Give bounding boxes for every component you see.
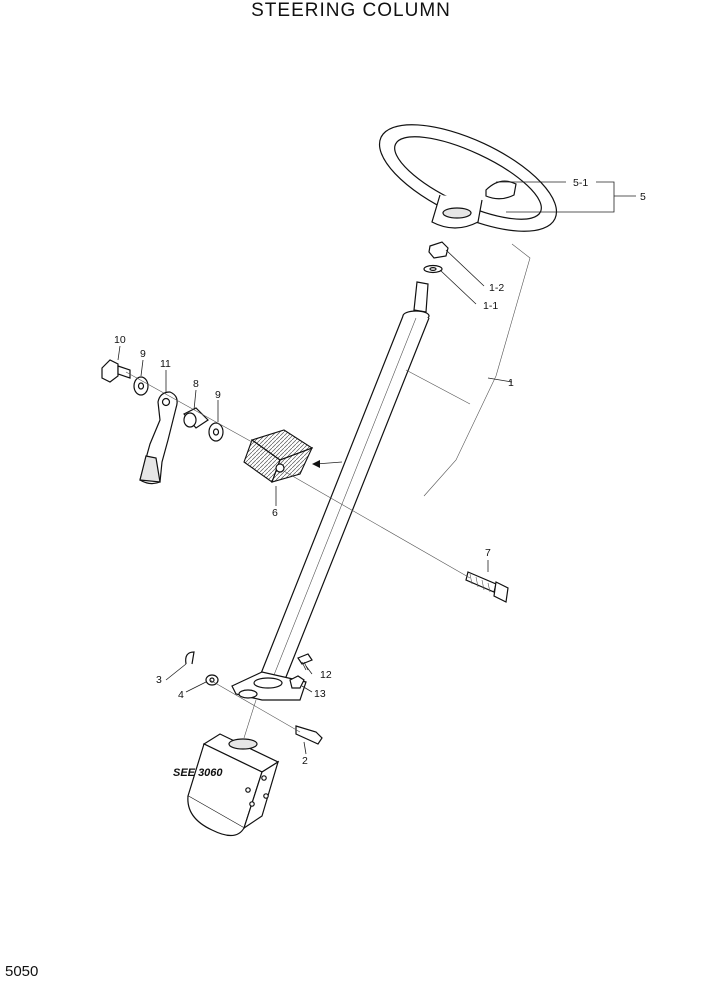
bolt-7-part [465,571,509,603]
steering-wheel-part [378,124,558,232]
callout-9a: 9 [140,348,146,360]
screw-12-part [297,653,313,671]
callout-10: 10 [114,334,126,346]
callout-9b: 9 [215,389,221,401]
lever-11-part [139,391,178,485]
washer-4-part [205,674,219,686]
bolt-10-part [101,359,131,383]
washer-9a-part [133,376,149,396]
page-number: 5050 [5,963,39,980]
steering-unit-part [187,733,280,837]
clip-3-part [185,651,195,665]
nut-13-part [289,675,305,689]
callout-11: 11 [160,358,171,370]
see-reference-note: SEE 3060 [173,767,223,779]
pin-2-part [295,725,323,745]
tilt-bracket-part [243,429,314,483]
bushing-8-part [183,407,209,429]
callout-7: 7 [485,547,491,559]
callout-3: 3 [156,674,162,686]
page-title: STEERING COLUMN [251,0,451,21]
steering-column-shaft [259,281,430,683]
callout-13: 13 [314,688,326,700]
washer-part [423,264,443,274]
callout-6: 6 [272,507,278,519]
column-base-bracket [231,671,307,701]
nut-part [428,241,449,259]
callout-5: 5 [640,191,646,203]
callout-1: 1 [508,377,514,389]
callout-8: 8 [193,378,199,390]
callout-12: 12 [320,669,332,681]
leader-lines [117,181,636,755]
callout-4: 4 [178,689,184,701]
callout-1-1: 1-1 [483,300,498,312]
washer-9b-part [208,422,224,442]
callout-1-2: 1-2 [489,282,504,294]
callout-5-1: 5-1 [573,177,588,189]
callout-2: 2 [302,755,308,767]
